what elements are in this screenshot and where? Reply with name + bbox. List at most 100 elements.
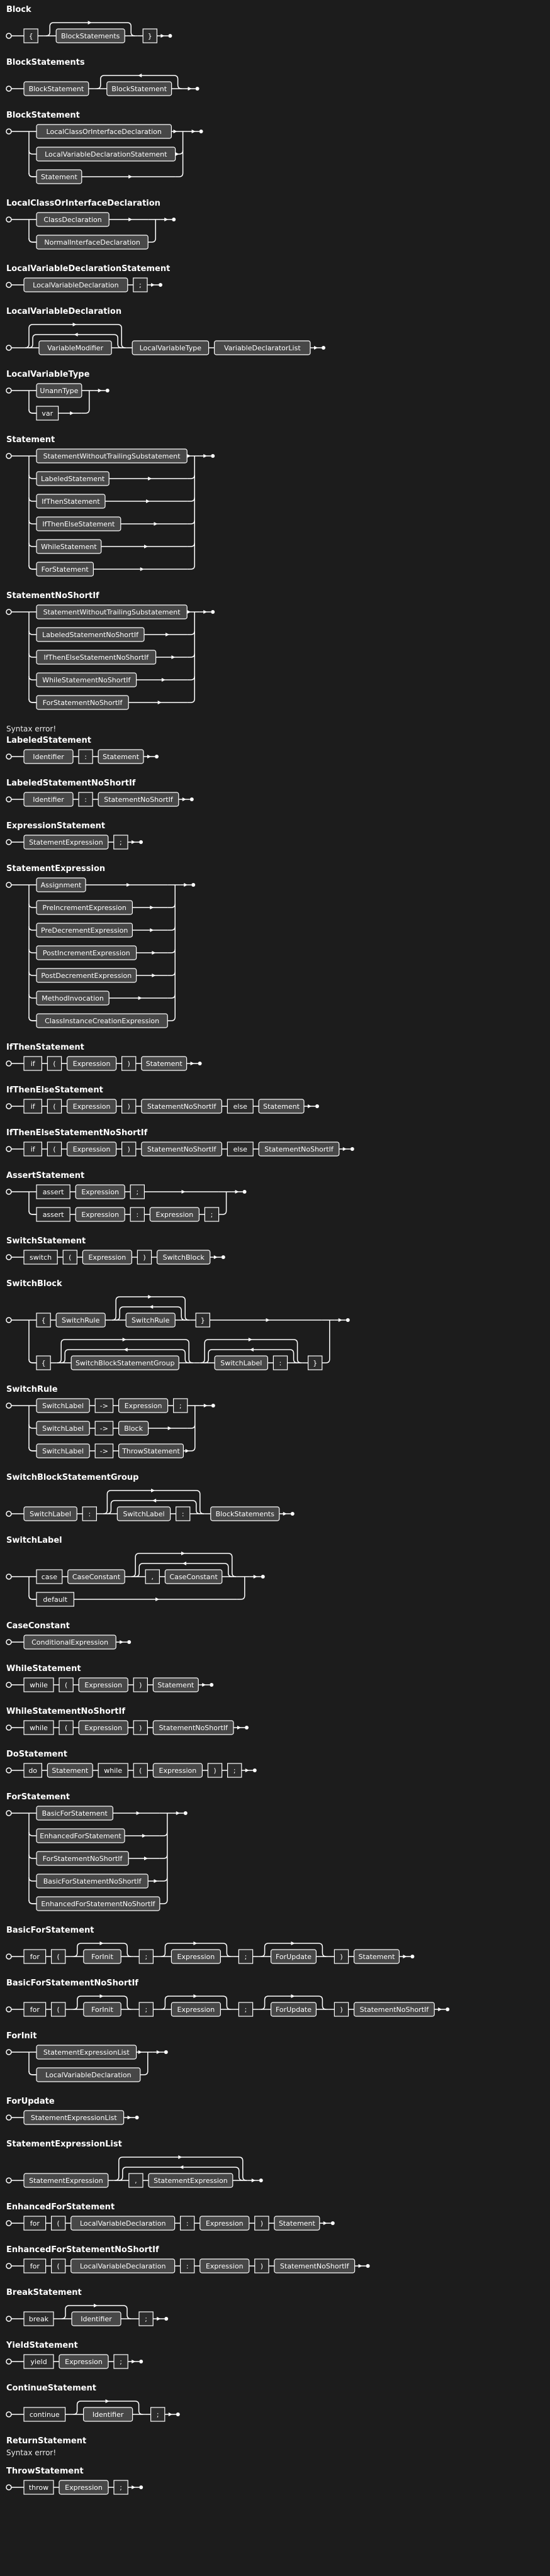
- symbol-label: ,: [152, 1573, 154, 1581]
- nonterminal-method-invocation: MethodInvocation: [36, 991, 109, 1006]
- flow-arrow: [122, 1338, 126, 1341]
- terminal-symbol: ,: [128, 2173, 143, 2188]
- symbol-label: ;: [245, 1953, 247, 1961]
- rail-line: [81, 409, 90, 414]
- nonterminal-local-variable-declaration: LocalVariableDeclaration: [70, 2216, 176, 2231]
- rail-line: [148, 238, 156, 243]
- symbol-label: BlockStatement: [111, 85, 167, 93]
- nonterminal-expression: Expression: [59, 2354, 109, 2369]
- rail-line: [28, 1877, 36, 1882]
- nonterminal-post-increment-expression: PostIncrementExpression: [36, 945, 137, 960]
- terminal-symbol: {: [36, 1313, 51, 1328]
- symbol-label: Expression: [206, 2262, 244, 2270]
- end-marker: [446, 2007, 450, 2011]
- terminal-symbol: (: [47, 1056, 62, 1071]
- flow-arrow: [151, 1489, 155, 1492]
- nonterminal-statement-no-short-if: StatementNoShortIf: [141, 1099, 223, 1114]
- symbol-label: StatementNoShortIf: [280, 2262, 350, 2270]
- rail-line: [28, 1210, 36, 1215]
- symbol-label: Expression: [89, 1253, 126, 1262]
- symbol-label: BlockStatement: [29, 85, 84, 93]
- symbol-label: if: [31, 1102, 36, 1111]
- symbol-label: while: [30, 1681, 48, 1689]
- symbol-label: ;: [120, 838, 122, 847]
- end-marker: [189, 797, 194, 801]
- rail-line: [187, 1424, 196, 1429]
- nonterminal-expression: Expression: [118, 1398, 169, 1413]
- terminal-box: [94, 1421, 114, 1436]
- flow-arrow: [157, 2317, 161, 2321]
- flow-arrow: [167, 1426, 172, 1430]
- nonterminal-unann-type: UnannType: [36, 383, 82, 398]
- symbol-label: Expression: [65, 2358, 103, 2366]
- symbol-label: ForUpdate: [276, 2006, 311, 2014]
- terminal-symbol: ;: [138, 2311, 154, 2326]
- nonterminal-statement: Statement: [141, 1056, 188, 1071]
- end-marker: [164, 2317, 169, 2321]
- nonterminal-statement-expression-list: StatementExpressionList: [36, 2045, 137, 2060]
- syntax-error: Syntax error!: [6, 724, 56, 733]
- rail-line: [159, 1831, 168, 1836]
- rule-title: BasicForStatementNoShortIf: [6, 1979, 138, 1988]
- symbol-label: ): [128, 1060, 130, 1068]
- flow-arrow: [245, 1768, 249, 1772]
- rail-line: [28, 1854, 36, 1859]
- nonterminal-variable-declarator-list: VariableDeclaratorList: [214, 340, 311, 355]
- symbol-label: for: [30, 2219, 40, 2228]
- start-marker: [6, 1254, 12, 1260]
- rail-line: [237, 1595, 245, 1600]
- nonterminal-post-decrement-expression: PostDecrementExpression: [36, 968, 137, 983]
- end-marker: [330, 2221, 335, 2225]
- nonterminal-local-variable-declaration: LocalVariableDeclaration: [70, 2258, 176, 2273]
- start-marker: [6, 86, 12, 92]
- end-marker: [155, 755, 159, 758]
- rail-line: [28, 474, 36, 479]
- rule-title: YieldStatement: [6, 2341, 78, 2350]
- terminal-box: [227, 1141, 254, 1157]
- nonterminal-box: [116, 1506, 171, 1521]
- terminal-default: default: [36, 1592, 75, 1607]
- symbol-label: ForInit: [91, 2006, 113, 2014]
- symbol-label: BasicForStatementNoShortIf: [43, 1877, 142, 1885]
- flow-arrow: [142, 1834, 146, 1838]
- nonterminal-while-statement-no-short-if: WhileStatementNoShortIf: [36, 672, 137, 687]
- symbol-label: ): [128, 1102, 130, 1111]
- symbol-label: ;: [139, 281, 142, 289]
- terminal-symbol: :: [78, 792, 93, 807]
- nonterminal-basic-for-statement: BasicForStatement: [36, 1806, 114, 1821]
- flow-arrow: [151, 283, 155, 287]
- flow-arrow: [70, 411, 74, 415]
- symbol-label: BlockStatements: [61, 32, 120, 40]
- symbol-label: while: [30, 1724, 48, 1732]
- rail-line: [28, 150, 36, 155]
- rule-title: ForInit: [6, 2031, 36, 2041]
- nonterminal-conditional-expression: ConditionalExpression: [23, 1635, 116, 1650]
- symbol-label: Expression: [125, 1402, 162, 1410]
- terminal-symbol: ,: [145, 1569, 160, 1584]
- flow-arrow: [203, 610, 208, 614]
- flow-arrow: [184, 883, 188, 887]
- flow-arrow: [156, 2050, 160, 2054]
- rule-title: SwitchBlockStatementGroup: [6, 1473, 138, 1482]
- symbol-label: Expression: [65, 2484, 103, 2492]
- rule-title: StatementExpression: [6, 864, 105, 874]
- nonterminal-expression: Expression: [75, 1207, 125, 1222]
- flow-arrow: [72, 323, 77, 326]
- nonterminal-switch-label: SwitchLabel: [214, 1355, 269, 1370]
- symbol-label: for: [30, 1953, 40, 1961]
- end-marker: [135, 2116, 139, 2119]
- nonterminal-local-variable-type: LocalVariableType: [132, 340, 210, 355]
- symbol-label: ForStatementNoShortIf: [43, 1855, 123, 1863]
- terminal-symbol: ;: [113, 2354, 128, 2369]
- start-marker: [6, 1953, 12, 1960]
- symbol-label: SwitchLabel: [30, 1510, 71, 1518]
- symbol-label: StatementNoShortIf: [104, 796, 174, 804]
- symbol-label: Expression: [73, 1102, 111, 1111]
- symbol-label: LocalVariableType: [140, 344, 202, 352]
- flow-arrow: [155, 1597, 160, 1601]
- rail-line: [28, 2052, 36, 2075]
- flow-arrow: [202, 1683, 206, 1687]
- nonterminal-statement-no-short-if: StatementNoShortIf: [98, 792, 179, 807]
- rail-line: [28, 1577, 36, 1600]
- symbol-label: Expression: [81, 1211, 119, 1219]
